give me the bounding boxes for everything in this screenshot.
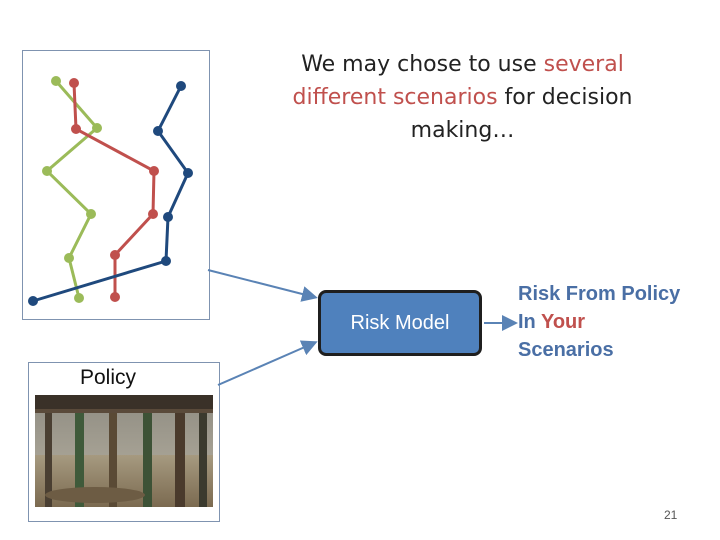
pier-photo [35, 395, 213, 507]
scenario-points-green [42, 76, 102, 303]
scenario-points-red [69, 78, 159, 302]
risk-model-label: Risk Model [350, 311, 450, 334]
arrow-scenarios-to-model [207, 269, 318, 302]
scenario-lines-graphic [28, 76, 193, 306]
result-line-1: Risk From Policy [518, 283, 681, 305]
scenario-points-blue [28, 81, 193, 306]
policy-label: Policy [80, 366, 137, 389]
scenarios-panel [22, 50, 210, 320]
risk-result-text: Risk From Policy In Your Scenarios [518, 280, 718, 364]
policy-panel [28, 362, 220, 522]
title-highlight: several different scenarios [292, 52, 624, 110]
arrow-policy-to-model [217, 340, 318, 386]
scenario-line-red [72, 82, 156, 297]
result-highlight: Your [540, 311, 586, 333]
result-line-2: In Your [518, 311, 586, 333]
slide-title: We may chose to use several different sc… [292, 52, 633, 143]
risk-model-box: Risk Model [318, 290, 482, 356]
result-line-3: Scenarios [518, 339, 614, 361]
scenario-line-green [44, 80, 100, 299]
scenario-line-blue [32, 85, 190, 303]
page-number: 21 [664, 508, 678, 522]
